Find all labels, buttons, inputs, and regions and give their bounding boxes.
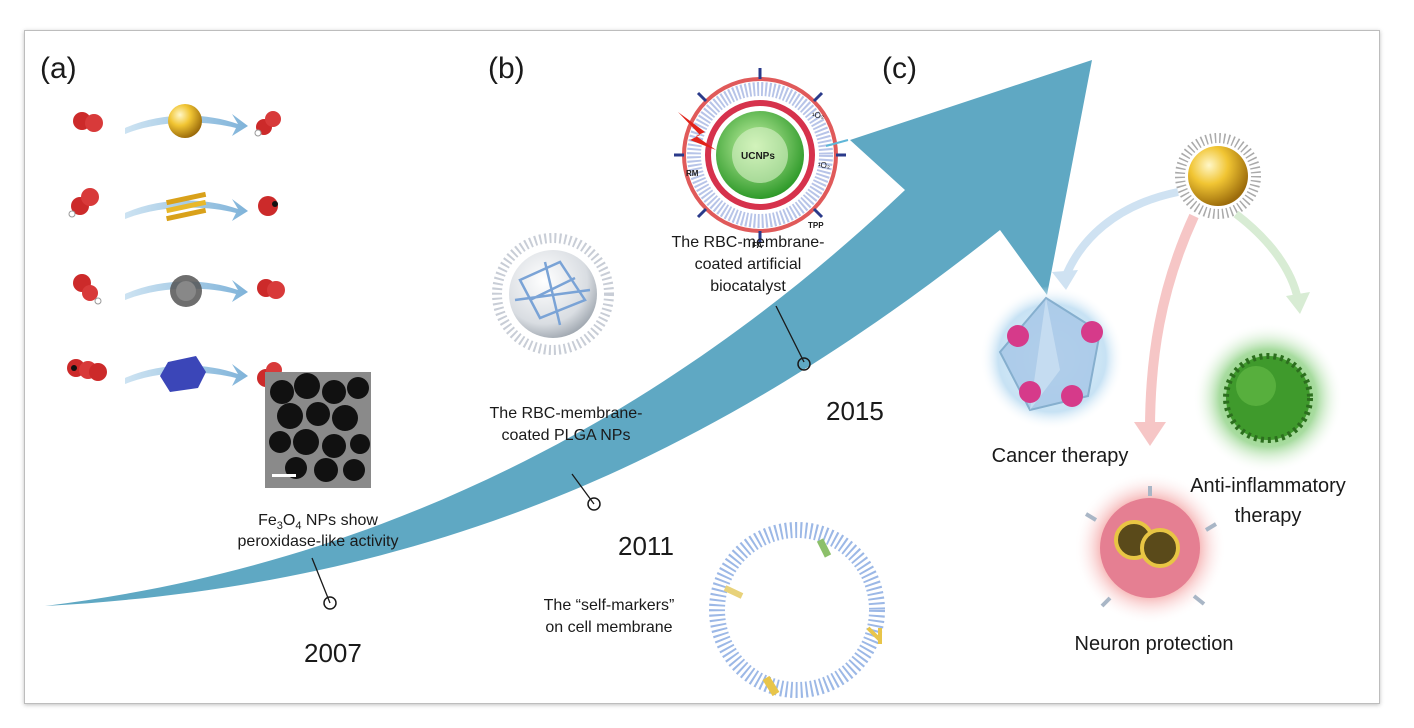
label-anti-inflammatory-line1: Anti-inflammatory	[1190, 475, 1346, 497]
label-neuron-protection: Neuron protection	[1075, 633, 1234, 655]
singlet-oxygen-top: ¹O₂	[812, 111, 824, 120]
caption-self-markers-line2: on cell membrane	[545, 619, 672, 636]
panel-label-c: (c)	[882, 52, 917, 85]
inflammation-cell	[1193, 323, 1343, 473]
self-marker-membrane	[709, 522, 885, 698]
biocatalyst-particle: UCNPs RM FA TPP ¹O₂ ¹O₂	[674, 68, 849, 250]
nanozyme-reaction-rows	[67, 104, 371, 488]
caption-fe3o4-line1: Fe3O4 NPs show	[258, 512, 378, 532]
reaction-row-prism	[67, 356, 282, 392]
neuron-cell	[1074, 472, 1226, 624]
label-cancer-therapy: Cancer therapy	[992, 445, 1129, 467]
fa-label: FA	[752, 241, 762, 250]
caption-biocatalyst-line2: coated artificial	[695, 256, 802, 273]
year-2007: 2007	[304, 638, 362, 668]
tem-micrograph	[265, 372, 371, 488]
ucnps-label: UCNPs	[741, 151, 775, 162]
label-anti-inflammatory-line2: therapy	[1235, 505, 1302, 527]
cancer-cell	[980, 286, 1124, 430]
panel-label-a: (a)	[40, 52, 77, 85]
timeline-arrow	[45, 60, 1092, 606]
rm-label: RM	[686, 169, 699, 178]
caption-biocatalyst-line3: biocatalyst	[710, 278, 786, 295]
reaction-row-grey-cluster	[73, 274, 285, 307]
reaction-row-gold	[73, 104, 281, 138]
caption-self-markers-line1: The “self-markers”	[544, 597, 675, 614]
caption-biocatalyst-line1: The RBC-membrane-	[672, 234, 825, 251]
year-2011: 2011	[618, 531, 674, 561]
tpp-label: TPP	[808, 221, 824, 230]
panel-label-b: (b)	[488, 52, 525, 85]
caption-fe3o4-line2: peroxidase-like activity	[238, 533, 399, 550]
caption-plga-line1: The RBC-membrane-	[490, 405, 643, 422]
timeline-markers	[311, 305, 811, 610]
year-2015: 2015	[826, 396, 884, 426]
application-arrows	[1052, 188, 1310, 446]
plga-nanoparticle	[492, 233, 614, 355]
reaction-row-nanorods	[68, 188, 278, 222]
singlet-oxygen-side: ¹O₂	[818, 161, 830, 170]
gold-nanozyme-source	[1175, 133, 1261, 219]
caption-plga-line2: coated PLGA NPs	[502, 427, 631, 444]
